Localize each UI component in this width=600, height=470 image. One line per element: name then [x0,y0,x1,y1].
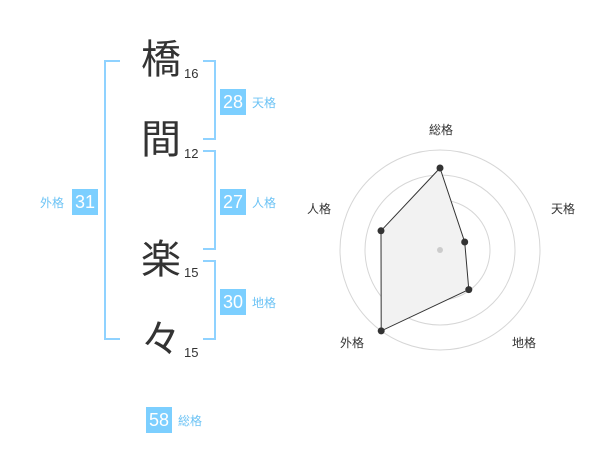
radar-point-5 [377,227,385,235]
stroke-count-3: 15 [184,265,199,280]
chikaku-bracket [203,260,216,340]
radar-data-points [377,164,473,335]
name-char-2: 間 [141,117,181,163]
radar-axis-label-jinkaku: 人格 [307,201,331,216]
radar-point-2 [461,238,469,246]
name-char-3: 楽 [141,237,181,283]
chikaku-label: 地格 [252,296,277,310]
gaikaku-value: 31 [72,189,99,215]
gaikaku-bracket [104,60,120,340]
jinkaku-value: 27 [220,189,247,215]
radar-point-1 [436,164,444,172]
chikaku-value: 30 [220,289,247,315]
radar-axis-label-soukaku: 総格 [429,122,453,137]
soukaku-label: 総格 [178,414,203,428]
radar-point-4 [377,327,385,335]
name-char-1: 橋 [141,37,181,83]
gaikaku-label: 外格 [40,196,65,210]
jinkaku-bracket [203,150,216,250]
stroke-count-2: 12 [184,146,199,161]
radar-center-dot [437,247,443,253]
stroke-count-1: 16 [184,66,199,81]
radar-axis-label-tenkaku: 天格 [551,201,575,216]
tenkaku-label: 天格 [252,96,277,110]
name-char-4: 々 [141,317,181,363]
tenkaku-value: 28 [220,89,247,115]
radar-ring [339,149,541,351]
tenkaku-bracket [203,60,216,140]
soukaku-value: 58 [146,407,173,433]
radar-axis-label-gaikaku: 外格 [340,335,364,350]
radar-data-area [380,167,470,332]
radar-axis-label-chikaku: 地格 [512,335,536,350]
radar-point-3 [465,286,473,294]
jinkaku-label: 人格 [252,196,277,210]
stroke-count-4: 15 [184,345,199,360]
